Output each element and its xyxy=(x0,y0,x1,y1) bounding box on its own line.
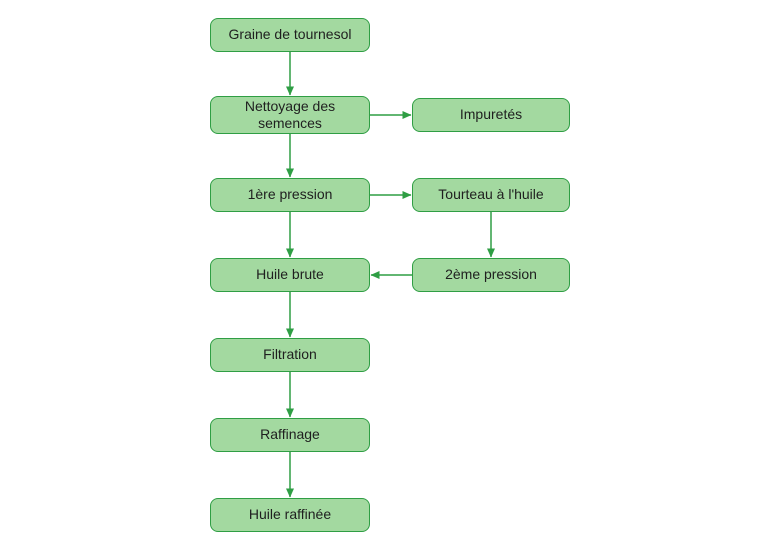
node-label: Graine de tournesol xyxy=(228,26,352,43)
node-deuxieme-pression: 2ème pression xyxy=(412,258,570,292)
node-impuretes: Impuretés xyxy=(412,98,570,132)
node-premiere-pression: 1ère pression xyxy=(210,178,370,212)
node-label: 2ème pression xyxy=(445,266,537,283)
node-label: 1ère pression xyxy=(247,186,333,203)
node-raffinage: Raffinage xyxy=(210,418,370,452)
node-nettoyage-des-semences: Nettoyage des semences xyxy=(210,96,370,134)
node-label: Raffinage xyxy=(260,426,320,443)
node-label: Huile raffinée xyxy=(248,506,332,523)
node-label: Huile brute xyxy=(256,266,324,283)
node-filtration: Filtration xyxy=(210,338,370,372)
node-label: Impuretés xyxy=(459,106,523,123)
node-tourteau-a-l-huile: Tourteau à l'huile xyxy=(412,178,570,212)
node-huile-brute: Huile brute xyxy=(210,258,370,292)
node-label: Filtration xyxy=(263,346,317,363)
node-label: Tourteau à l'huile xyxy=(438,186,544,203)
node-graine-de-tournesol: Graine de tournesol xyxy=(210,18,370,52)
node-huile-raffinee: Huile raffinée xyxy=(210,498,370,532)
node-label: Nettoyage des semences xyxy=(244,97,336,132)
